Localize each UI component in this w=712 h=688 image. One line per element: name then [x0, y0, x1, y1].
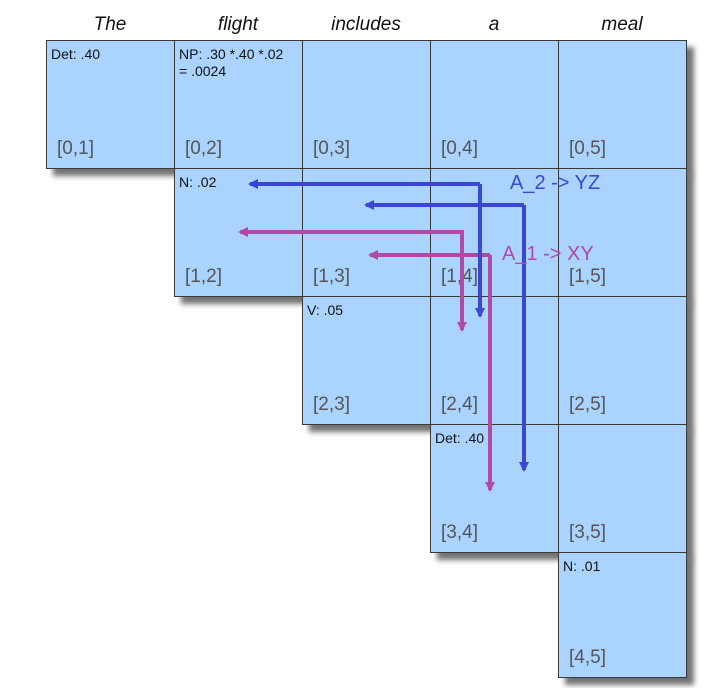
word-a: a — [488, 14, 500, 35]
cell-entry-line: NP: .30 *.40 *.02 — [179, 46, 284, 62]
word-the: The — [93, 14, 127, 35]
cell-index: [2,4] — [441, 394, 478, 415]
cell-index: [1,4] — [441, 266, 478, 287]
cell-entry: NP: .30 *.40 *.02 = .0024 — [179, 46, 283, 80]
cell-index: [3,4] — [441, 522, 478, 543]
cell-index: [1,5] — [569, 266, 606, 287]
chart-cell-0-3: [0,3] — [302, 40, 431, 169]
rule-label-a1: A_1 -> XY — [502, 243, 594, 265]
chart-cell-1-5: [1,5] — [558, 168, 687, 297]
cell-entry: N: .01 — [563, 558, 601, 574]
chart-cell-2-3: V: .05 [2,3] — [302, 296, 431, 425]
cell-entry: Det: .40 — [435, 430, 485, 446]
cell-index: [0,4] — [441, 138, 478, 159]
cell-entry: Det: .40 — [51, 46, 101, 62]
chart-cell-4-5: N: .01 [4,5] — [558, 552, 687, 678]
cell-index: [0,5] — [569, 138, 606, 159]
chart-cell-0-2: NP: .30 *.40 *.02 = .0024 [0,2] — [174, 40, 303, 169]
arrow-a1-to-1-2 — [238, 227, 464, 304]
cell-index: [3,5] — [569, 522, 606, 543]
cell-entry-line: = .0024 — [179, 63, 227, 79]
word-meal: meal — [601, 14, 643, 35]
cell-index: [0,3] — [313, 138, 350, 159]
chart-cell-2-5: [2,5] — [558, 296, 687, 425]
cell-index: [0,2] — [185, 138, 222, 159]
cell-index: [2,5] — [569, 394, 606, 415]
cell-index: [2,3] — [313, 394, 350, 415]
cell-entry: V: .05 — [307, 302, 344, 318]
cell-index: [0,1] — [57, 138, 94, 159]
cell-index: [1,3] — [313, 266, 350, 287]
word-flight: flight — [217, 14, 259, 35]
chart-cell-0-5: [0,5] — [558, 40, 687, 169]
chart-cell-0-1: Det: .40 [0,1] — [46, 40, 175, 169]
cell-index: [1,2] — [185, 266, 222, 287]
cell-index: [4,5] — [569, 647, 606, 668]
chart-cell-3-5: [3,5] — [558, 424, 687, 553]
word-includes: includes — [331, 14, 401, 35]
cell-entry: N: .02 — [179, 174, 217, 190]
chart-cell-2-4: [2,4] — [430, 296, 559, 425]
rule-label-a2: A_2 -> YZ — [510, 172, 600, 194]
